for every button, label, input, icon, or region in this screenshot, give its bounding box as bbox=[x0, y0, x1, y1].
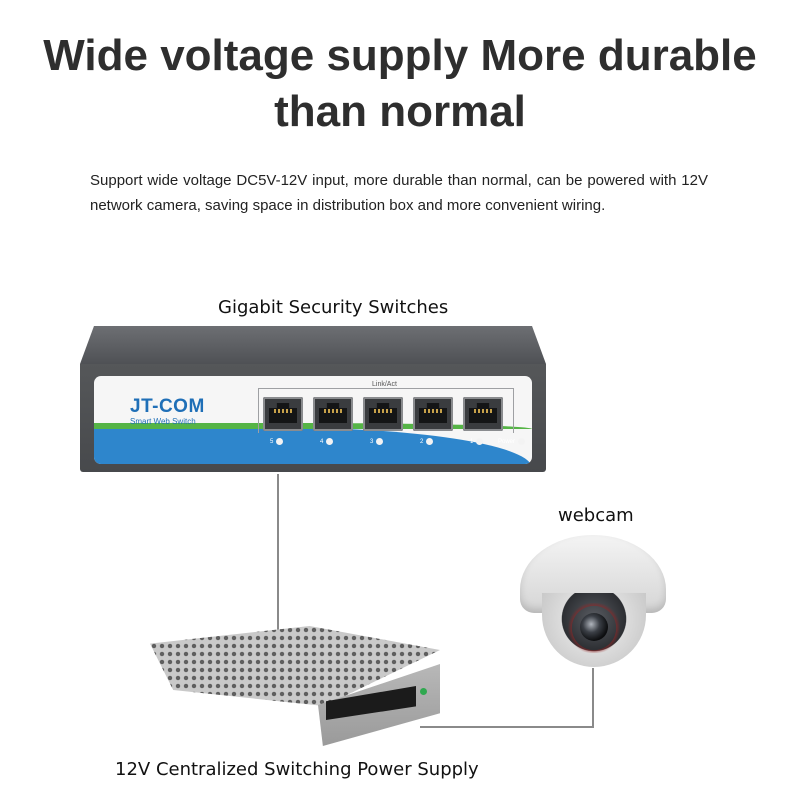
ethernet-port bbox=[363, 397, 403, 431]
led-icon bbox=[476, 438, 484, 445]
ethernet-port bbox=[463, 397, 503, 431]
ethernet-ports bbox=[263, 397, 503, 431]
headline: Wide voltage supply More durable than no… bbox=[43, 31, 757, 136]
brand-logo: JT-COM Smart Web Switch bbox=[130, 396, 205, 426]
port-number: 4 bbox=[320, 438, 324, 445]
switch-front-panel: JT-COM Smart Web Switch Link/Act 5 4 3 2… bbox=[80, 364, 546, 472]
power-supply-image bbox=[150, 626, 440, 746]
brand-model: Smart Web Switch bbox=[130, 417, 196, 426]
ethernet-port bbox=[313, 397, 353, 431]
ethernet-port bbox=[413, 397, 453, 431]
power-led-icon bbox=[518, 438, 526, 445]
switch-top-panel bbox=[80, 326, 546, 364]
led-icon bbox=[276, 438, 284, 445]
cable-webcam-drop bbox=[592, 668, 594, 728]
switch-label: Gigabit Security Switches bbox=[218, 297, 449, 318]
camera-lens-icon bbox=[580, 613, 608, 641]
cable-psu-to-webcam bbox=[420, 726, 594, 728]
port-led-item: 5 bbox=[270, 438, 320, 445]
port-number: 5 bbox=[270, 438, 274, 445]
psu-indicator-led bbox=[420, 688, 427, 695]
port-led-item: 1 bbox=[470, 438, 520, 445]
port-led-item: 3 bbox=[370, 438, 420, 445]
brand-name: JT-COM bbox=[130, 396, 205, 417]
port-block: Link/Act bbox=[258, 381, 514, 433]
network-switch-image: JT-COM Smart Web Switch Link/Act 5 4 3 2… bbox=[80, 326, 546, 476]
port-leds: 5 4 3 2 1 bbox=[270, 438, 520, 445]
port-number: 3 bbox=[370, 438, 374, 445]
port-led-item: 4 bbox=[320, 438, 370, 445]
port-number: 2 bbox=[420, 438, 424, 445]
port-led-item: 2 bbox=[420, 438, 470, 445]
power-label: Power bbox=[498, 438, 516, 445]
switch-faceplate: JT-COM Smart Web Switch Link/Act 5 4 3 2… bbox=[94, 376, 532, 464]
link-act-label: Link/Act bbox=[369, 381, 400, 388]
ethernet-port bbox=[263, 397, 303, 431]
cable-switch-to-psu bbox=[277, 474, 279, 660]
power-indicator: Power bbox=[498, 438, 526, 445]
port-number: 1 bbox=[470, 438, 474, 445]
faceplate-stripe bbox=[94, 423, 532, 464]
led-icon bbox=[376, 438, 384, 445]
webcam-label: webcam bbox=[558, 505, 634, 526]
led-icon bbox=[326, 438, 334, 445]
led-icon bbox=[426, 438, 434, 445]
psu-label: 12V Centralized Switching Power Supply bbox=[115, 759, 479, 780]
webcam-image bbox=[520, 535, 666, 670]
intro-paragraph: Support wide voltage DC5V-12V input, mor… bbox=[90, 172, 708, 214]
